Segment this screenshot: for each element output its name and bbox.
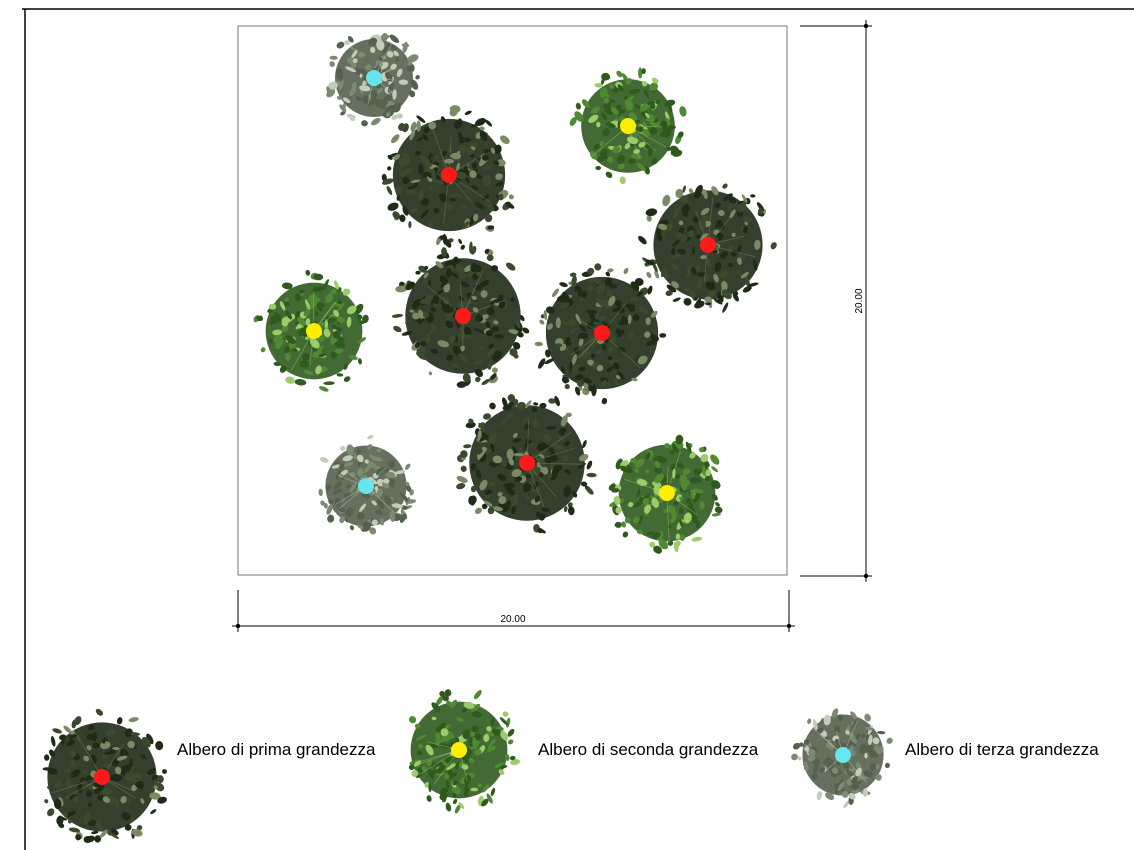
tree-third-t1	[326, 32, 420, 127]
legend-symbol-first-marker	[94, 769, 110, 785]
height-dimension: 20.00	[800, 20, 872, 582]
tree-second-t5	[253, 269, 369, 392]
tree-second-t3-marker	[620, 118, 636, 134]
tree-first-t4	[638, 183, 777, 313]
tree-second-t3	[569, 67, 687, 185]
legend-symbol-second	[408, 689, 521, 814]
tree-first-t4-marker	[700, 237, 716, 253]
width-dimension-label: 20.00	[500, 614, 525, 625]
legend-symbol-third-marker	[835, 747, 851, 763]
legend-label-second: Albero di seconda grandezza	[538, 740, 759, 759]
tree-second-t10	[608, 434, 723, 554]
tree-first-t9-marker	[519, 455, 535, 471]
legend-symbol-first	[42, 708, 167, 844]
tree-first-t6-marker	[455, 308, 471, 324]
tree-third-t1-marker	[366, 70, 382, 86]
tree-second-t10-marker	[659, 485, 675, 501]
legend-label-third: Albero di terza grandezza	[905, 740, 1099, 759]
tree-first-t2	[381, 105, 515, 248]
tree-third-t8	[318, 435, 417, 535]
width-dimension: 20.00	[232, 590, 795, 632]
tree-first-t7	[534, 263, 667, 405]
tree-first-t7-marker	[594, 325, 610, 341]
legend-symbol-second-marker	[451, 742, 467, 758]
tree-first-t9	[456, 394, 597, 534]
legend-symbols	[42, 689, 893, 844]
tree-first-t2-marker	[441, 167, 457, 183]
tree-second-t5-marker	[306, 323, 322, 339]
tree-third-t8-marker	[358, 478, 374, 494]
tree-first-t6	[391, 241, 530, 388]
legend-label-first: Albero di prima grandezza	[177, 740, 376, 759]
plot-boundary	[237, 25, 788, 576]
height-dimension-label: 20.00	[854, 288, 865, 313]
legend-symbol-third	[791, 708, 893, 809]
trees-layer	[253, 32, 777, 554]
